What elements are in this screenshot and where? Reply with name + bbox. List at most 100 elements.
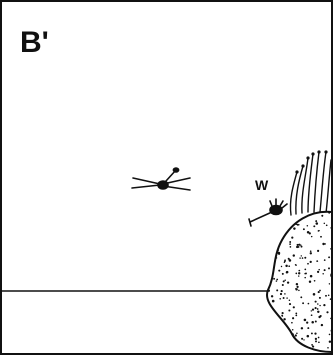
stipple-dot (324, 269, 326, 271)
stipple-dot (297, 244, 299, 246)
worm-organism-icon (249, 199, 287, 226)
stipple-dot (317, 271, 319, 273)
stipple-dot (330, 318, 332, 320)
stipple-dot (282, 284, 284, 286)
stipple-dot (272, 300, 275, 303)
stipple-dot (329, 334, 331, 336)
stipple-dot (295, 288, 296, 289)
stipple-dot (315, 307, 317, 309)
stipple-dot (293, 227, 295, 229)
stipple-dot (281, 290, 283, 292)
stipple-dot (278, 270, 280, 272)
stipple-dot (291, 322, 293, 324)
stipple-dot (292, 317, 294, 319)
stipple-dot (303, 339, 304, 340)
stipple-dot (315, 301, 317, 303)
stipple-dot (308, 303, 310, 305)
stipple-dot (304, 257, 306, 259)
stipple-dot (305, 272, 307, 274)
stipple-dot (318, 337, 320, 339)
stipple-dot (295, 264, 297, 266)
stipple-dot (318, 316, 320, 318)
stipple-dot (326, 224, 328, 226)
stipple-dot (295, 273, 297, 275)
stipple-dot (280, 293, 282, 295)
stipple-dot (317, 303, 319, 305)
stipple-dot (310, 250, 312, 252)
stipple-dot (287, 281, 289, 283)
stipple-dot (282, 273, 284, 275)
stipple-dot (330, 298, 332, 300)
stipple-dot (301, 246, 303, 248)
stipple-dot (297, 224, 299, 226)
stipple-dot (276, 280, 277, 281)
stipple-dot (313, 225, 315, 227)
stipple-dot (310, 261, 312, 263)
stipple-dot (289, 241, 291, 243)
stipple-dot (298, 270, 300, 272)
stipple-dot (328, 295, 330, 297)
stipple-dot (283, 297, 285, 299)
stipple-dot (299, 257, 300, 258)
stipple-dot (307, 327, 309, 329)
stipple-dot (289, 299, 291, 301)
stipple-dot (319, 297, 321, 299)
stipple-dot (314, 280, 316, 282)
stipple-dot (273, 278, 275, 280)
stipple-dot (295, 313, 297, 315)
stipple-dot (317, 311, 319, 313)
stipple-dot (329, 283, 330, 284)
stipple-dot (295, 334, 297, 336)
stipple-dot (271, 295, 273, 297)
w-label: W (255, 177, 269, 193)
stipple-dot (330, 227, 332, 229)
stipple-dot (288, 265, 290, 267)
stipple-dot (313, 293, 316, 296)
stipple-dot (326, 311, 328, 313)
stipple-dot (293, 254, 295, 256)
stipple-dot (292, 333, 294, 335)
stipple-dot (289, 243, 291, 245)
stipple-dot (311, 321, 314, 324)
stipple-dot (291, 237, 293, 239)
stipple-dot (315, 338, 317, 340)
stipple-dot (314, 333, 316, 335)
stipple-dot (311, 332, 313, 334)
stipple-dot (312, 348, 313, 349)
stipple-dot (316, 260, 318, 262)
stipple-dot (298, 290, 300, 292)
stipple-dot (317, 308, 319, 310)
stipple-dot (301, 255, 302, 256)
stipple-dot (295, 315, 297, 317)
stipple-dot (315, 321, 317, 323)
stipple-dot (323, 304, 325, 306)
stipple-dot (312, 346, 314, 348)
stipple-dot (307, 263, 309, 265)
stipple-dot (278, 252, 281, 255)
stipple-dot (324, 223, 325, 224)
stipple-dot (268, 290, 270, 292)
stipple-dot (310, 252, 312, 254)
panel-label: B' (20, 26, 49, 59)
stipple-dot (302, 302, 304, 304)
stipple-dot (311, 236, 312, 237)
stipple-dot (303, 228, 305, 230)
stipple-dot (330, 275, 332, 277)
stipple-dot (319, 305, 320, 306)
stipple-dot (307, 225, 309, 227)
stipple-dot (328, 267, 330, 269)
stipple-dot (328, 211, 330, 213)
stipple-dot (276, 279, 278, 281)
stipple-dot (298, 275, 299, 276)
stipple-dot (296, 283, 298, 285)
stipple-dot (318, 291, 320, 293)
stipple-dot (285, 265, 287, 267)
stipple-dot (283, 280, 285, 282)
stipple-dot (311, 310, 312, 311)
stipple-dot (284, 280, 285, 281)
stipple-dot (315, 220, 317, 222)
swimming-organism-icon (132, 168, 190, 190)
stipple-dot (276, 257, 278, 259)
stipple-dot (327, 347, 329, 349)
stipple-dot (276, 289, 278, 291)
